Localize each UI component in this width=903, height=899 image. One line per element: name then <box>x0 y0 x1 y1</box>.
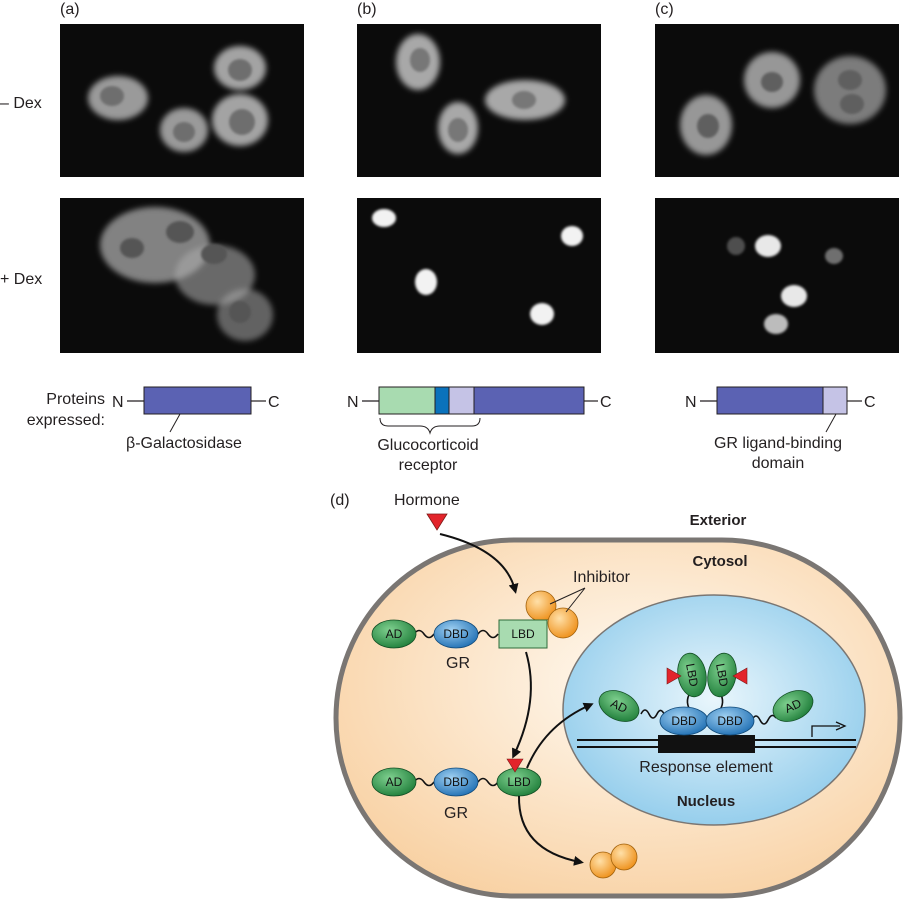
panel-label-b: (b) <box>357 1 377 18</box>
beta-galactosidase-label: β-Galactosidase <box>126 435 242 452</box>
panel-label-a: (a) <box>60 1 80 18</box>
micrograph-b-plus-dex <box>357 198 601 353</box>
row-label-minus-dex: – Dex <box>0 95 42 112</box>
hormone-entry-arrow <box>439 533 519 594</box>
gr-ligand-binding-label-line1: GR ligand-binding <box>714 435 842 452</box>
dimer-hormone-right-icon <box>732 667 748 685</box>
n-terminus-b: N <box>347 394 359 411</box>
gr-label-top: GR <box>446 655 470 672</box>
glucocorticoid-label-line2: receptor <box>399 457 458 474</box>
gr-dimer: AD AD DBD DBD LBD LBD <box>598 652 814 736</box>
dimer-hormone-left-icon <box>666 667 682 685</box>
panel-label-d-text: (d) <box>330 492 350 509</box>
c-terminus-b: C <box>600 394 612 411</box>
gr1-dbd: DBD <box>443 627 469 641</box>
nuclear-import-arrow <box>526 702 594 769</box>
row-label-plus-dex: + Dex <box>0 271 42 288</box>
inhibitor-complex <box>525 590 579 639</box>
gr2-dbd: DBD <box>443 775 469 789</box>
gr-activated: AD DBD LBD <box>371 758 542 797</box>
transcription-start-arrow <box>811 725 840 737</box>
activation-arrow <box>512 651 532 759</box>
bound-hormone-icon <box>506 758 524 773</box>
dimer-dbd-left: DBD <box>671 714 697 728</box>
proteins-expressed-line1: Proteins <box>46 391 105 408</box>
nucleus <box>562 594 866 826</box>
exterior-label: Exterior <box>690 512 747 529</box>
construct-glucocorticoid-receptor: N C Glucocorticoid receptor <box>347 386 612 474</box>
micrograph-a-minus-dex <box>60 24 304 177</box>
gr1-ad: AD <box>386 627 403 641</box>
construct-gr-ligand-binding: N C GR ligand-binding domain <box>685 386 876 472</box>
dna-response-element <box>577 721 856 753</box>
cytosol-label: Cytosol <box>692 553 747 570</box>
gr-inactive: AD DBD LBD <box>371 619 548 649</box>
dimer-lbd-right: LBD <box>713 662 731 688</box>
response-element-label: Response element <box>639 759 773 776</box>
dimer-lbd-left: LBD <box>683 662 701 688</box>
gr-ligand-binding-label-line2: domain <box>752 455 804 472</box>
n-terminus-c: N <box>685 394 697 411</box>
inhibitor-label: Inhibitor <box>573 569 631 586</box>
c-terminus-c: C <box>864 394 876 411</box>
glucocorticoid-label-line1: Glucocorticoid <box>377 437 478 454</box>
proteins-expressed-line2: expressed: <box>27 412 105 429</box>
released-inhibitor <box>589 843 638 879</box>
micrograph-c-minus-dex <box>655 24 899 177</box>
inhibitor-pointer <box>549 587 586 613</box>
construct-beta-galactosidase: N C β-Galactosidase <box>112 386 280 452</box>
micrograph-c-plus-dex <box>655 198 899 353</box>
gr1-lbd: LBD <box>511 627 535 641</box>
gr-label-bottom: GR <box>444 805 468 822</box>
c-terminus-a: C <box>268 394 280 411</box>
hormone-icon <box>426 513 448 531</box>
panel-label-c: (c) <box>655 1 674 18</box>
dimer-ad-left: AD <box>608 696 629 716</box>
micrograph-a-plus-dex <box>60 198 304 353</box>
gr2-lbd: LBD <box>507 775 531 789</box>
gr2-ad: AD <box>386 775 403 789</box>
nucleus-label: Nucleus <box>677 793 735 810</box>
micrograph-b-minus-dex <box>357 24 601 177</box>
n-terminus-a: N <box>112 394 124 411</box>
dimer-dbd-right: DBD <box>717 714 743 728</box>
inhibitor-release-arrow <box>517 795 584 866</box>
dimer-ad-right: AD <box>782 696 803 716</box>
hormone-label: Hormone <box>394 492 460 509</box>
